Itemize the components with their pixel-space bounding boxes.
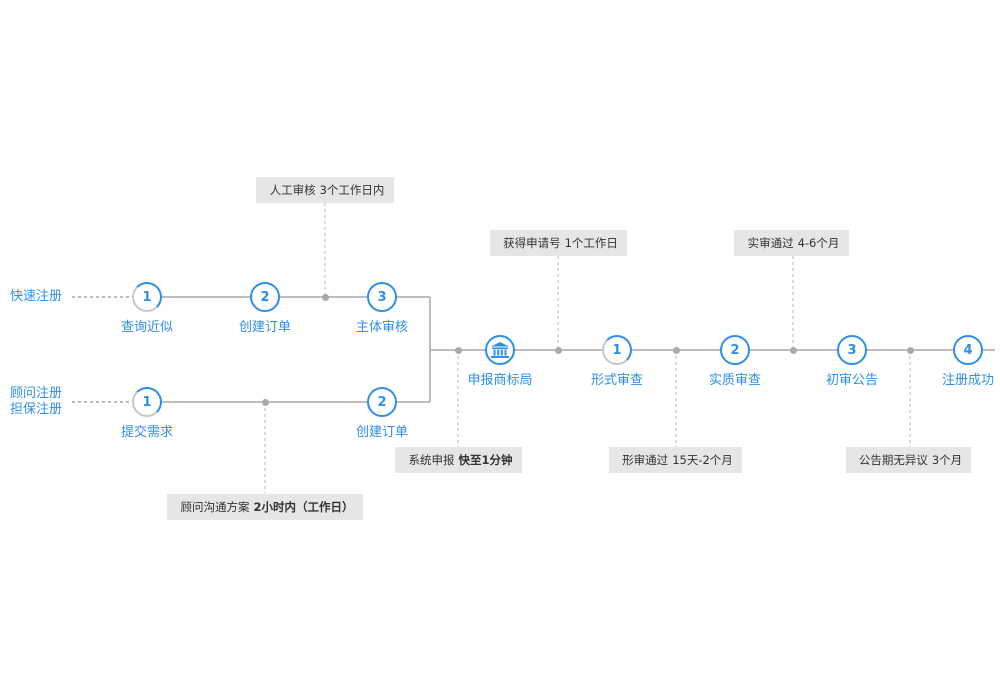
consult-step-2-label: 创建订单: [355, 425, 409, 440]
note-manual-review: 人工审核 3个工作日内: [256, 177, 394, 203]
note-consult-plan: 顾问沟通方案 2小时内（工作日）: [167, 494, 363, 520]
note-substantive-pass: 实审通过 4-6个月: [734, 230, 849, 256]
note-value: 3个工作日内: [319, 183, 385, 197]
main-step-2-label: 实质审查: [708, 373, 762, 388]
note-value: 2小时内（工作日）: [253, 500, 354, 514]
main-step-2-node: 2: [720, 335, 750, 365]
note-text: 系统申报: [408, 453, 455, 467]
junction-dot: [789, 346, 797, 354]
entry-consult-register: 顾问注册: [9, 386, 62, 401]
bank-building-icon: [491, 342, 509, 358]
fast-step-2-node: 2: [250, 282, 280, 312]
note-value: 3个月: [931, 453, 963, 467]
note-text: 公告期无异议: [858, 453, 928, 467]
note-value: 4-6个月: [797, 236, 840, 250]
fast-step-3-node: 3: [367, 282, 397, 312]
main-step-4-node: 4: [953, 335, 983, 365]
junction-dot: [906, 346, 914, 354]
main-step-1-label: 形式审查: [590, 373, 644, 388]
note-get-app-no: 获得申请号 1个工作日: [490, 230, 627, 256]
note-text: 顾问沟通方案: [180, 500, 250, 514]
junction-dot: [321, 293, 329, 301]
fast-step-3-label: 主体审核: [355, 320, 409, 335]
main-step-1-node: 1: [602, 335, 632, 365]
consult-step-1-label: 提交需求: [120, 425, 174, 440]
main-step-3-label: 初审公告: [825, 373, 879, 388]
junction-dot: [454, 346, 462, 354]
note-formal-pass: 形审通过 15天-2个月: [609, 447, 742, 473]
note-system-submit: 系统申报 快至1分钟: [395, 447, 522, 473]
fast-step-1-node: 1: [132, 282, 162, 312]
fast-step-2-label: 创建订单: [238, 320, 292, 335]
entry-guarantee-register: 担保注册: [9, 402, 62, 417]
submit-node: [485, 335, 515, 365]
main-step-3-node: 3: [837, 335, 867, 365]
note-text: 形审通过: [622, 453, 669, 467]
note-text: 人工审核: [269, 183, 316, 197]
main-step-4-label: 注册成功: [941, 373, 995, 388]
consult-step-2-node: 2: [367, 387, 397, 417]
entry-fast-register: 快速注册: [9, 289, 62, 304]
note-announcement: 公告期无异议 3个月: [846, 447, 971, 473]
junction-dot: [554, 346, 562, 354]
note-text: 实审通过: [747, 236, 794, 250]
note-value: 1个工作日: [564, 236, 618, 250]
note-value: 快至1分钟: [458, 453, 513, 467]
note-text: 获得申请号: [503, 236, 561, 250]
fast-step-1-label: 查询近似: [120, 320, 174, 335]
submit-node-label: 申报商标局: [467, 373, 533, 388]
consult-step-1-node: 1: [132, 387, 162, 417]
note-value: 15天-2个月: [672, 453, 733, 467]
junction-dot: [672, 346, 680, 354]
junction-dot: [261, 398, 269, 406]
